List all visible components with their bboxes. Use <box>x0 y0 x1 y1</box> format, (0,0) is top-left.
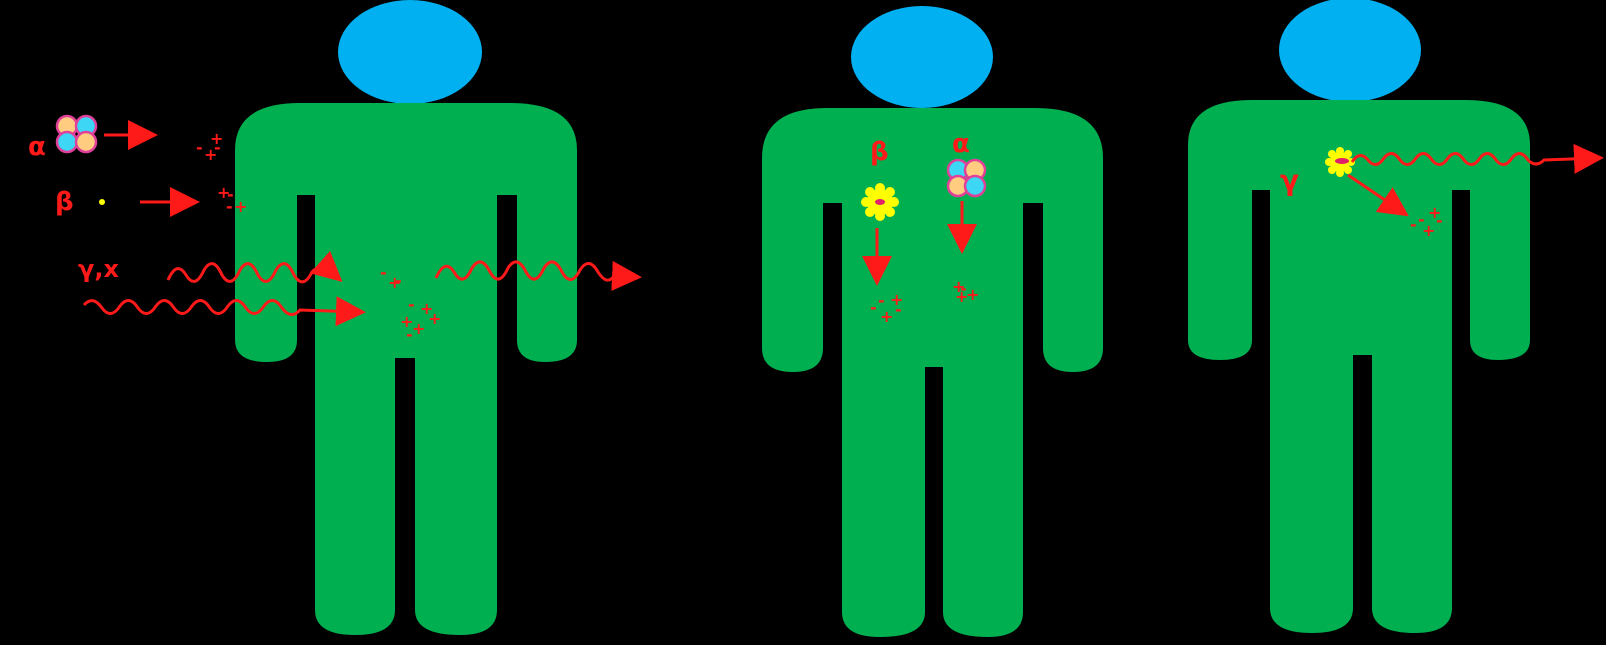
alpha-label-2: α <box>952 129 970 159</box>
svg-text:-: - <box>1410 215 1417 234</box>
beta-label-2: β <box>870 137 889 167</box>
alpha-label-1: α <box>28 132 46 162</box>
figure-3 <box>1188 0 1530 633</box>
svg-text:-: - <box>380 263 387 282</box>
body-2 <box>762 108 1103 637</box>
head-2 <box>851 6 993 108</box>
svg-text:-: - <box>214 138 221 157</box>
gamma-label-3: γ <box>1280 164 1299 197</box>
alpha-particle-icon-1 <box>57 116 96 152</box>
beta-label-1: β <box>55 187 74 217</box>
svg-text:-: - <box>895 300 902 319</box>
beta-particle-icon-1 <box>99 199 105 205</box>
svg-text:+: + <box>234 197 247 216</box>
alpha-ion-pairs-1: + - + - <box>196 129 223 164</box>
gamma-x-label-1: γ,x <box>78 255 119 283</box>
svg-text:+: + <box>966 285 979 304</box>
gamma-source-burst-icon-3 <box>1325 147 1355 177</box>
svg-text:+: + <box>1422 221 1435 240</box>
svg-text:-: - <box>226 197 233 216</box>
head-1 <box>338 0 482 104</box>
svg-text:+: + <box>412 319 425 338</box>
svg-text:-: - <box>406 325 413 344</box>
svg-text:+: + <box>880 307 893 326</box>
head-3 <box>1279 0 1421 102</box>
beta-source-burst-icon-2 <box>861 183 899 221</box>
figure-2 <box>762 6 1103 637</box>
svg-text:-: - <box>870 298 877 317</box>
body-1 <box>235 103 577 635</box>
svg-text:-: - <box>395 271 402 290</box>
svg-text:-: - <box>1436 211 1443 230</box>
svg-text:+: + <box>428 309 441 328</box>
svg-text:-: - <box>196 138 203 157</box>
body-3 <box>1188 100 1530 633</box>
